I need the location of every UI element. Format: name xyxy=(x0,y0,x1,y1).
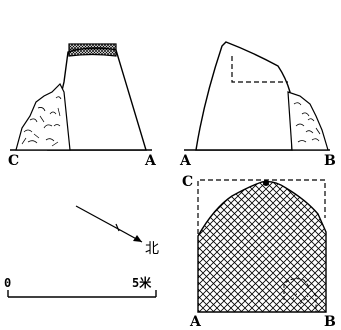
view2-label-b: B xyxy=(324,153,336,169)
view2-label-a: A xyxy=(179,153,192,169)
plan-footprint xyxy=(197,180,327,313)
scale-zero: 0 xyxy=(4,276,11,290)
scale-bar xyxy=(7,290,157,298)
scale-end: 5米 xyxy=(132,275,152,290)
view1-label-a: A xyxy=(144,153,157,169)
plan-label-b: B xyxy=(324,314,336,330)
north-label: 北 xyxy=(145,241,159,257)
rubble-left xyxy=(15,82,71,151)
plan-label-c: C xyxy=(182,174,193,190)
elevation-view-c-a xyxy=(10,43,152,151)
plan-view xyxy=(197,179,327,313)
north-arrow-icon xyxy=(75,205,143,243)
rubble-right xyxy=(287,91,329,151)
north-arrow xyxy=(75,205,143,243)
plan-dashed-outline xyxy=(197,179,326,234)
monument-body xyxy=(195,41,293,151)
plan-inner-feature xyxy=(283,278,317,312)
top-cap xyxy=(68,43,117,57)
view1-label-c: C xyxy=(8,153,19,169)
dashed-section-line xyxy=(231,56,288,83)
plan-label-a: A xyxy=(189,314,202,330)
elevation-view-a-b xyxy=(184,41,330,151)
